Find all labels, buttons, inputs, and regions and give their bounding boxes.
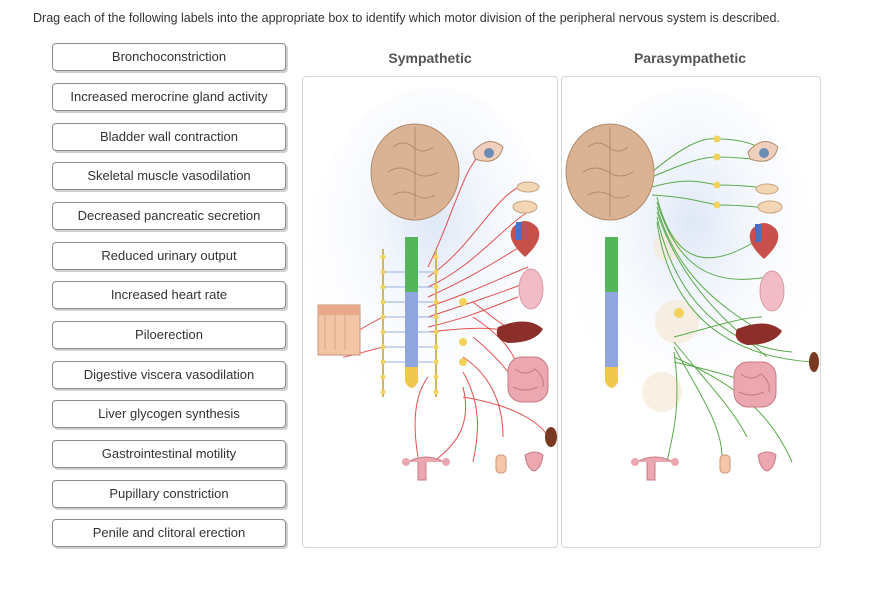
drag-label-bronchoconstriction[interactable]: Bronchoconstriction xyxy=(52,43,286,71)
kidney-icon xyxy=(809,352,819,372)
gland-icon xyxy=(512,181,540,214)
drag-label-merocrine-gland[interactable]: Increased merocrine gland activity xyxy=(52,83,286,111)
drag-label-viscera-vasodilation[interactable]: Digestive viscera vasodilation xyxy=(52,361,286,389)
sympathetic-drop-zone[interactable] xyxy=(302,76,558,548)
intestines-icon xyxy=(733,361,777,408)
drag-label-heart-rate[interactable]: Increased heart rate xyxy=(52,281,286,309)
brain-icon xyxy=(370,123,460,221)
heart-icon xyxy=(510,221,540,257)
drag-label-pancreatic-secretion[interactable]: Decreased pancreatic secretion xyxy=(52,202,286,230)
spinal-cord-icon xyxy=(405,237,418,388)
drag-label-pupillary-constriction[interactable]: Pupillary constriction xyxy=(52,480,286,508)
eye-icon xyxy=(747,141,779,162)
drag-label-muscle-vasodilation[interactable]: Skeletal muscle vasodilation xyxy=(52,162,286,190)
kidney-icon xyxy=(545,427,557,447)
drag-label-glycogen-synthesis[interactable]: Liver glycogen synthesis xyxy=(52,400,286,428)
reproductive-organs-icon xyxy=(402,451,544,481)
heart-icon xyxy=(749,223,779,259)
liver-icon xyxy=(496,321,543,343)
skin-icon xyxy=(317,304,361,356)
parasympathetic-ganglia xyxy=(674,135,721,318)
parasympathetic-drop-zone[interactable] xyxy=(561,76,821,548)
drag-label-gi-motility[interactable]: Gastrointestinal motility xyxy=(52,440,286,468)
parasympathetic-diagram xyxy=(565,87,819,481)
reproductive-organs-icon xyxy=(631,451,777,481)
gland-icon xyxy=(755,183,783,214)
instructions-text: Drag each of the following labels into t… xyxy=(33,11,780,25)
spinal-cord-icon xyxy=(605,237,618,388)
drag-label-urinary-output[interactable]: Reduced urinary output xyxy=(52,242,286,270)
sympathetic-title: Sympathetic xyxy=(388,50,472,66)
drag-label-erection[interactable]: Penile and clitoral erection xyxy=(52,519,286,547)
intestines-icon xyxy=(507,356,549,403)
liver-icon xyxy=(735,323,782,345)
sympathetic-diagram xyxy=(308,87,557,481)
brain-icon xyxy=(565,123,655,221)
parasympathetic-nerve-lines xyxy=(651,138,813,463)
eye-icon xyxy=(472,141,504,162)
drag-label-bladder-contraction[interactable]: Bladder wall contraction xyxy=(52,123,286,151)
parasympathetic-title: Parasympathetic xyxy=(633,50,747,66)
lungs-icon xyxy=(518,268,544,310)
lungs-icon xyxy=(759,270,785,312)
drag-label-piloerection[interactable]: Piloerection xyxy=(52,321,286,349)
